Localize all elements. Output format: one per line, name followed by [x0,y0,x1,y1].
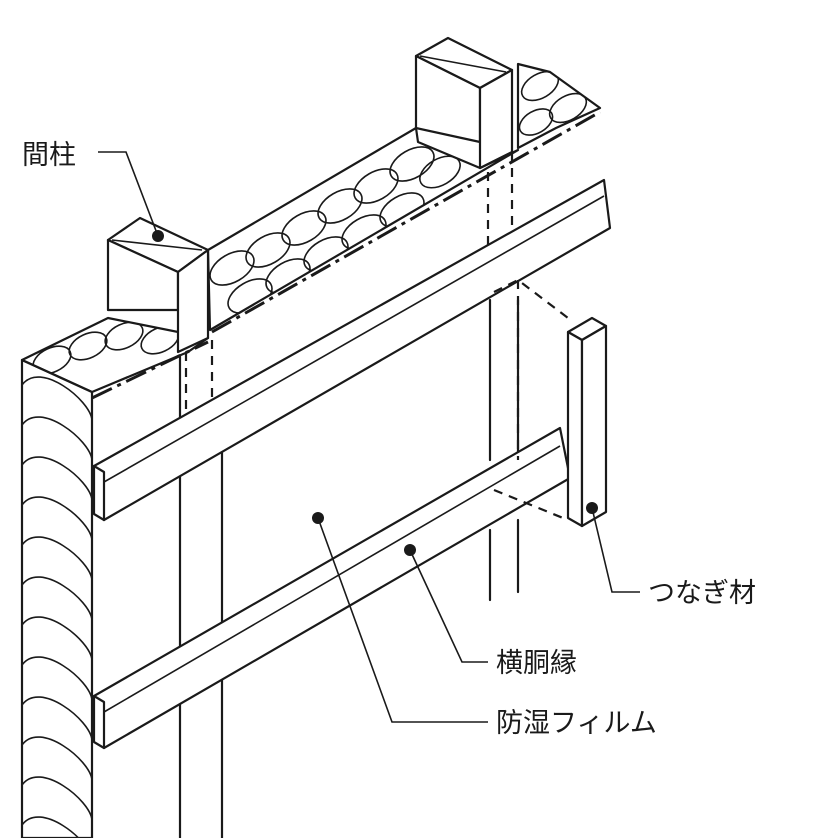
insulation-top-right [516,62,602,150]
vapor-barrier-leader-line [317,517,488,723]
stud-leader-line [98,151,159,237]
furring-leader-line [409,549,488,663]
vapor-barrier-film-edge [91,110,601,400]
connector-member [493,278,608,528]
stud-right [414,36,520,602]
stud-label: 間柱 [22,140,76,171]
stud-left [106,216,224,838]
connector-leader-line [591,507,640,593]
connector-label: つなぎ材 [648,578,756,609]
vapor-barrier-label: 防湿フィルム [496,708,657,739]
horizontal-furring-label: 横胴縁 [496,648,577,679]
upper-horizontal-furring [92,178,612,522]
insulation-side-face [20,358,94,838]
